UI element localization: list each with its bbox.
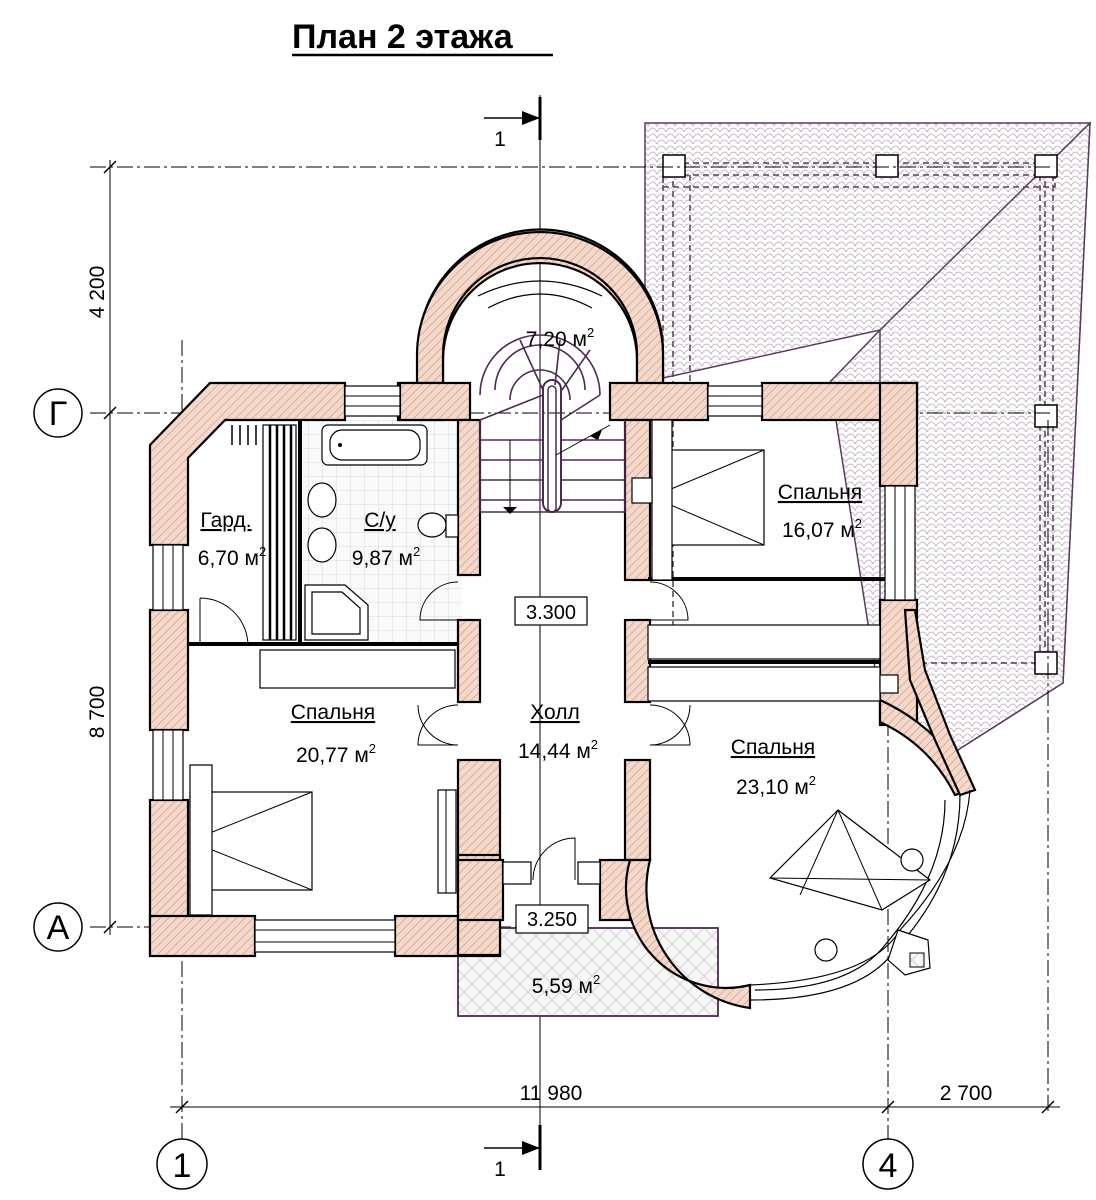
roof-canopy [644, 121, 1091, 756]
staircase [479, 334, 626, 514]
dim-left-vertical: 8 700 [86, 686, 109, 739]
section-mark-top: 1 [484, 97, 542, 151]
bedroom-ne-name: Спальня [778, 481, 862, 504]
bedroom-ne-area: 16,07 м2 [782, 516, 862, 542]
svg-text:А: А [47, 909, 70, 947]
level-mark-2: 3.250 [515, 904, 589, 934]
dim-bottom-right: 2 700 [940, 1082, 993, 1105]
hall-name: Холл [530, 701, 580, 724]
balcony-area: 5,59 м2 [532, 972, 600, 998]
bathroom-fixtures [304, 424, 459, 641]
svg-text:4: 4 [879, 1147, 898, 1185]
bedroom-se-name: Спальня [731, 736, 815, 759]
stair-area: 7,20 м2 [526, 325, 594, 351]
bedroom-w-area: 20,77 м2 [296, 741, 376, 767]
axis-bubble-1: 1 [156, 1138, 208, 1190]
dim-bottom-main: 11 980 [520, 1082, 583, 1105]
hall-area: 14,44 м2 [518, 737, 598, 763]
svg-text:1: 1 [173, 1147, 192, 1185]
wardrobe-rack [231, 424, 297, 641]
doors [199, 581, 691, 881]
svg-text:1: 1 [494, 1158, 506, 1181]
bathroom-name: С/у [364, 509, 396, 532]
bedroom-w-name: Спальня [291, 701, 375, 724]
windows [152, 385, 916, 953]
svg-text:3.300: 3.300 [526, 602, 576, 624]
svg-text:3.250: 3.250 [527, 909, 577, 931]
bedroom-se-area: 23,10 м2 [736, 773, 816, 799]
axis-bubble-g: Г [33, 388, 83, 438]
svg-text:1: 1 [494, 128, 506, 151]
wardrobe-name: Гард. [200, 509, 251, 532]
level-mark-1: 3.300 [514, 596, 588, 626]
axis-bubble-a: А [33, 902, 83, 952]
furniture [189, 419, 932, 976]
walls [148, 381, 977, 1010]
plan-title: План 2 этажа [292, 18, 514, 56]
axis-bubble-4: 4 [862, 1138, 914, 1190]
wardrobe-area: 6,70 м2 [198, 544, 266, 570]
section-mark-bottom: 1 [484, 1125, 542, 1181]
bathroom-area: 9,87 м2 [352, 544, 420, 570]
dimension-lines [103, 160, 1060, 1114]
svg-text:Г: Г [49, 395, 67, 433]
dim-top-vertical: 4 200 [86, 266, 109, 319]
